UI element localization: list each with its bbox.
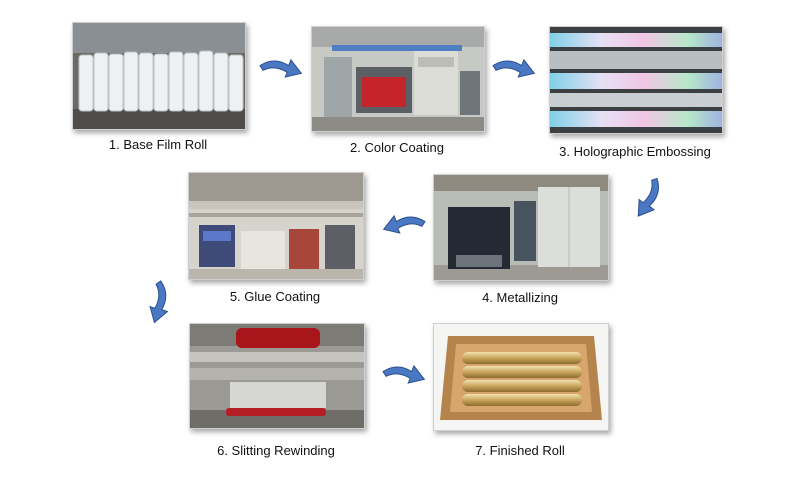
step-2-label: 2. Color Coating bbox=[350, 140, 444, 155]
arrow-5-to-6 bbox=[141, 277, 177, 327]
photo-finished-roll bbox=[433, 323, 609, 431]
photo-glue-coating bbox=[188, 172, 364, 280]
photo-slitting-rewinding bbox=[189, 323, 365, 429]
arrow-6-to-7 bbox=[379, 356, 430, 393]
step-7-label: 7. Finished Roll bbox=[475, 443, 565, 458]
step-3-label: 3. Holographic Embossing bbox=[559, 144, 711, 159]
photo-metallizing bbox=[433, 174, 609, 281]
arrow-4-to-5 bbox=[379, 206, 430, 243]
arrow-2-to-3 bbox=[489, 50, 540, 87]
photo-holographic-embossing bbox=[549, 26, 723, 134]
arrow-3-to-4 bbox=[626, 171, 672, 225]
step-4-label: 4. Metallizing bbox=[482, 290, 558, 305]
photo-base-film-roll bbox=[72, 22, 246, 130]
photo-color-coating bbox=[311, 26, 485, 132]
step-5-label: 5. Glue Coating bbox=[229, 289, 321, 304]
arrow-1-to-2 bbox=[256, 50, 307, 87]
step-1-label: 1. Base Film Roll bbox=[108, 137, 208, 152]
step-6-label: 6. Slitting Rewinding bbox=[217, 443, 335, 458]
